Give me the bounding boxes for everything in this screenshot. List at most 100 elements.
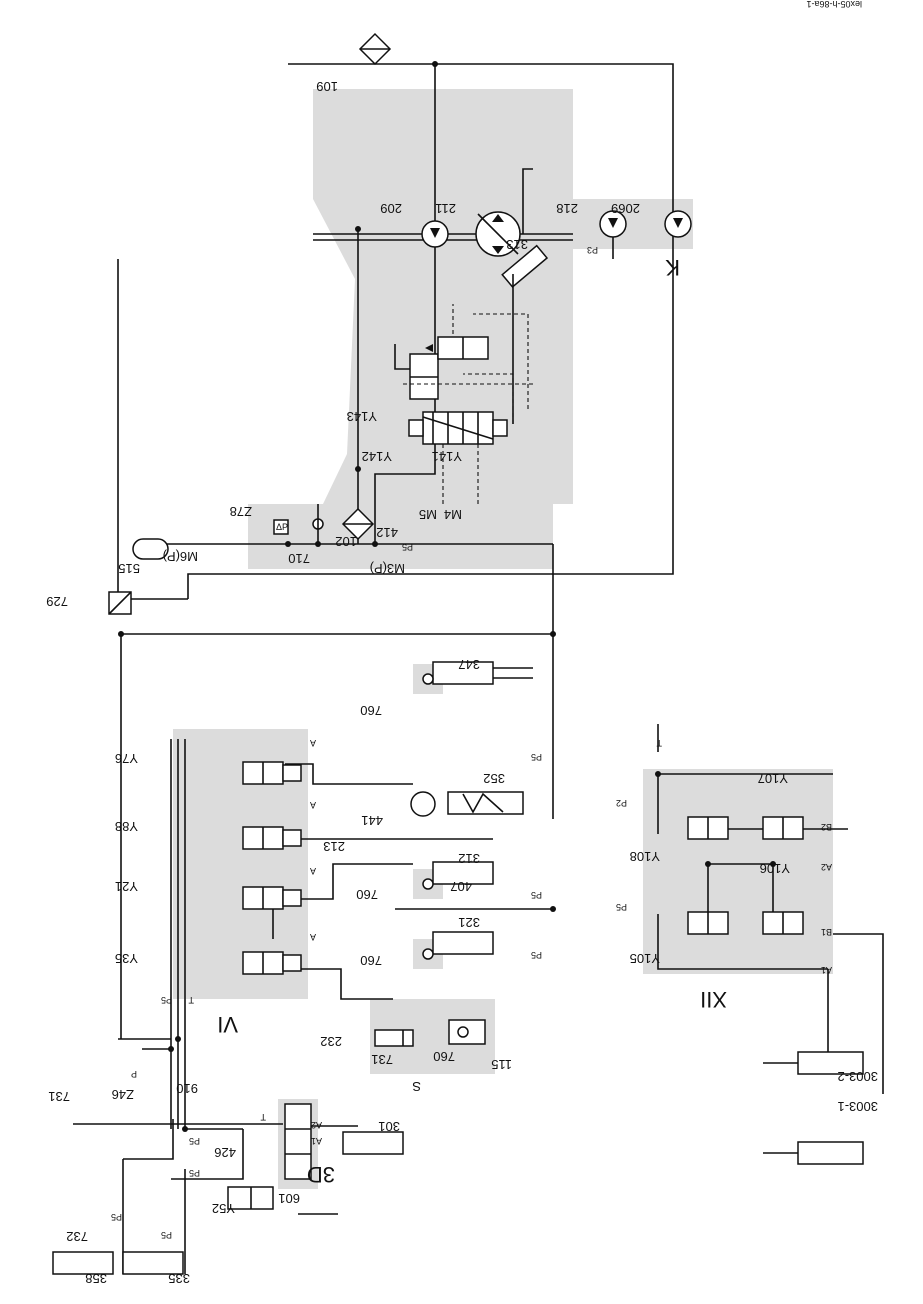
label-358: 358 (85, 1271, 107, 1286)
accumulator-515 (132, 538, 169, 560)
label-732: 732 (66, 1229, 88, 1244)
cylinder-347 (432, 661, 533, 685)
dp-label: ΔP (276, 522, 288, 532)
label-y107: Y107 (758, 771, 788, 786)
vi-wiring (272, 763, 493, 1000)
port-p: P (131, 1069, 137, 1079)
label-y106: Y106 (760, 861, 790, 876)
group-k: K (665, 255, 680, 280)
label-760-d: 760 (433, 1049, 455, 1064)
label-115: 115 (491, 1057, 512, 1072)
label-y142: Y142 (362, 449, 392, 464)
port-p5-3: P5 (531, 950, 542, 960)
port-p2: P2 (616, 798, 627, 808)
port-a-1: A (310, 738, 316, 748)
drawing-ref: lex05-h-86a-1 (806, 0, 862, 9)
label-313: 313 (506, 237, 528, 252)
cylinder-232 (374, 1029, 414, 1047)
label-335: 335 (168, 1271, 190, 1286)
port-b1: B1 (821, 927, 832, 937)
cylinder-358 (52, 1251, 114, 1275)
label-218: 218 (556, 201, 578, 216)
label-109: 109 (316, 79, 338, 94)
cylinders-3003 (763, 1051, 864, 1165)
port-p5-335: P5 (161, 1230, 172, 1240)
port-b2: B2 (821, 822, 832, 832)
label-412: 412 (376, 525, 398, 540)
label-211: 211 (435, 201, 456, 216)
check-710 (312, 504, 324, 544)
port-p5-2: P5 (531, 890, 542, 900)
label-441: 441 (361, 813, 383, 828)
label-352: 352 (483, 771, 505, 786)
port-a-2: A (310, 800, 316, 810)
port-p5-732: P5 (111, 1212, 122, 1222)
port-p5-top: P5 (402, 542, 413, 552)
label-347: 347 (458, 657, 480, 672)
label-426: 426 (214, 1145, 236, 1160)
port-a-4: A (310, 932, 316, 942)
port-a1-xii: A1 (821, 965, 832, 975)
pump-209 (421, 220, 449, 248)
cylinder-321 (432, 931, 494, 955)
port-a-3: A (310, 866, 316, 876)
valve-729 (108, 591, 132, 615)
port-t-xii: T (656, 738, 662, 748)
label-910: 910 (176, 1081, 198, 1096)
pump-2069 (664, 210, 692, 238)
label-209: 209 (380, 201, 402, 216)
zone-filter-block (248, 504, 553, 569)
pump-211 (475, 168, 533, 257)
group-3d: 3D (307, 1162, 335, 1187)
label-232: 232 (320, 1034, 342, 1049)
label-y143: Y143 (347, 409, 377, 424)
group-vi: VI (217, 1012, 238, 1037)
port-p3: P3 (587, 245, 598, 255)
label-y141: Y141 (432, 449, 462, 464)
valve-y141-y142 (408, 411, 508, 445)
port-p5-xii: P5 (616, 902, 627, 912)
label-3003-2: 3003-2 (838, 1069, 878, 1084)
valve-bank-xii (687, 816, 804, 935)
port-a2: A2 (311, 1120, 322, 1130)
port-t-3d: T (260, 1112, 266, 1122)
label-y21: Y21 (115, 879, 138, 894)
port-a2-xii: A2 (821, 862, 832, 872)
label-y105: Y105 (630, 951, 660, 966)
pump-218 (599, 210, 627, 259)
label-731: 731 (371, 1052, 393, 1067)
label-321: 321 (458, 915, 480, 930)
filter-102 (341, 507, 375, 541)
label-2069: 2069 (611, 201, 640, 216)
port-p5-vi: P5 (161, 995, 172, 1005)
motor-441 (410, 791, 436, 817)
cylinder-301 (342, 1131, 404, 1155)
label-312: 312 (458, 851, 480, 866)
label-278: Z78 (230, 504, 252, 519)
label-y52: Y52 (212, 1201, 235, 1216)
zone-pump-unit (313, 89, 573, 504)
label-760-b: 760 (356, 887, 378, 902)
valve-601 (284, 1103, 312, 1180)
port-p5-3d: P5 (189, 1136, 200, 1146)
label-m6p: M6(P) (163, 549, 198, 564)
label-601: 601 (278, 1191, 300, 1206)
heat-exchanger-109 (358, 32, 392, 66)
label-246: Z46 (112, 1087, 134, 1102)
valve-y143 (394, 344, 439, 400)
label-102: 102 (335, 534, 357, 549)
label-213: 213 (323, 839, 345, 854)
port-s: S (412, 1079, 421, 1094)
port-p5-1: P5 (531, 752, 542, 762)
label-3003-1: 3003-1 (838, 1099, 878, 1114)
valve-760-group (422, 673, 486, 1045)
label-m4: M4 (444, 507, 462, 522)
group-xii: XII (700, 987, 727, 1012)
sensor-278: ΔP (273, 519, 289, 535)
label-m3p: M3(P) (370, 561, 405, 576)
label-y88: Y88 (115, 819, 138, 834)
label-y76: Y76 (115, 751, 138, 766)
cylinder-352 (447, 791, 524, 815)
label-515: 515 (118, 561, 140, 576)
